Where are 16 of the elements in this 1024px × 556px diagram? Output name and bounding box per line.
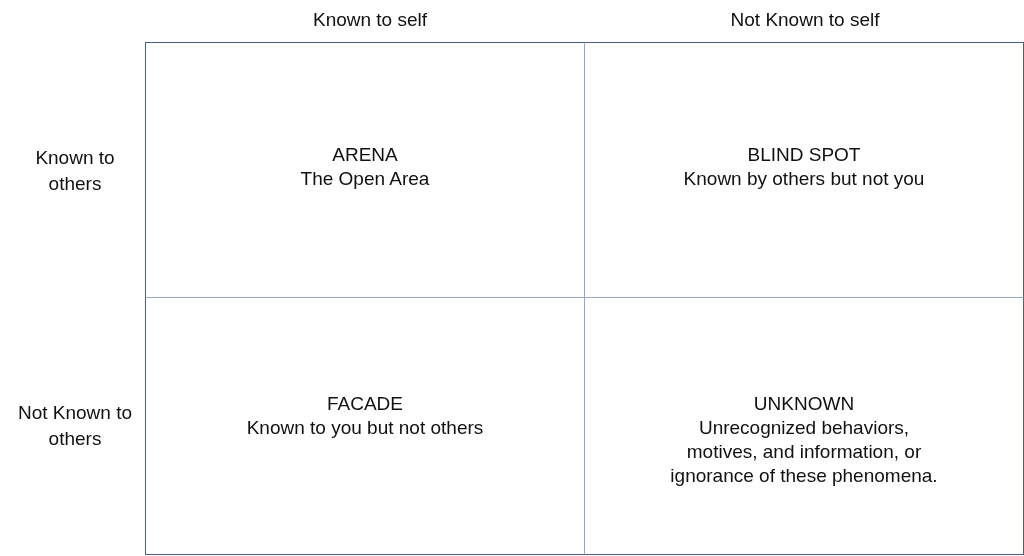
quadrant-panel: [585, 298, 1024, 555]
row-header: Known to others: [34, 146, 116, 196]
quadrant-description: Known by others but not you: [683, 167, 925, 191]
quadrant-heading: UNKNOWN: [753, 392, 855, 416]
quadrant-panel: [145, 42, 585, 298]
quadrant-heading: FACADE: [327, 392, 403, 416]
quadrant-panel: [585, 42, 1024, 298]
column-header: Known to self: [312, 8, 428, 32]
quadrant-description: Known to you but not others: [246, 416, 484, 440]
quadrant-heading: ARENA: [332, 143, 398, 167]
column-header: Not Known to self: [730, 8, 880, 32]
quadrant-panel: [145, 298, 585, 555]
quadrant-description: The Open Area: [300, 167, 430, 191]
row-header: Not Known to others: [16, 401, 134, 451]
quadrant-description: Unrecognized behaviors, motives, and information, or ignorance of these phenomena.: [669, 416, 939, 488]
quadrant-heading: BLIND SPOT: [747, 143, 861, 167]
